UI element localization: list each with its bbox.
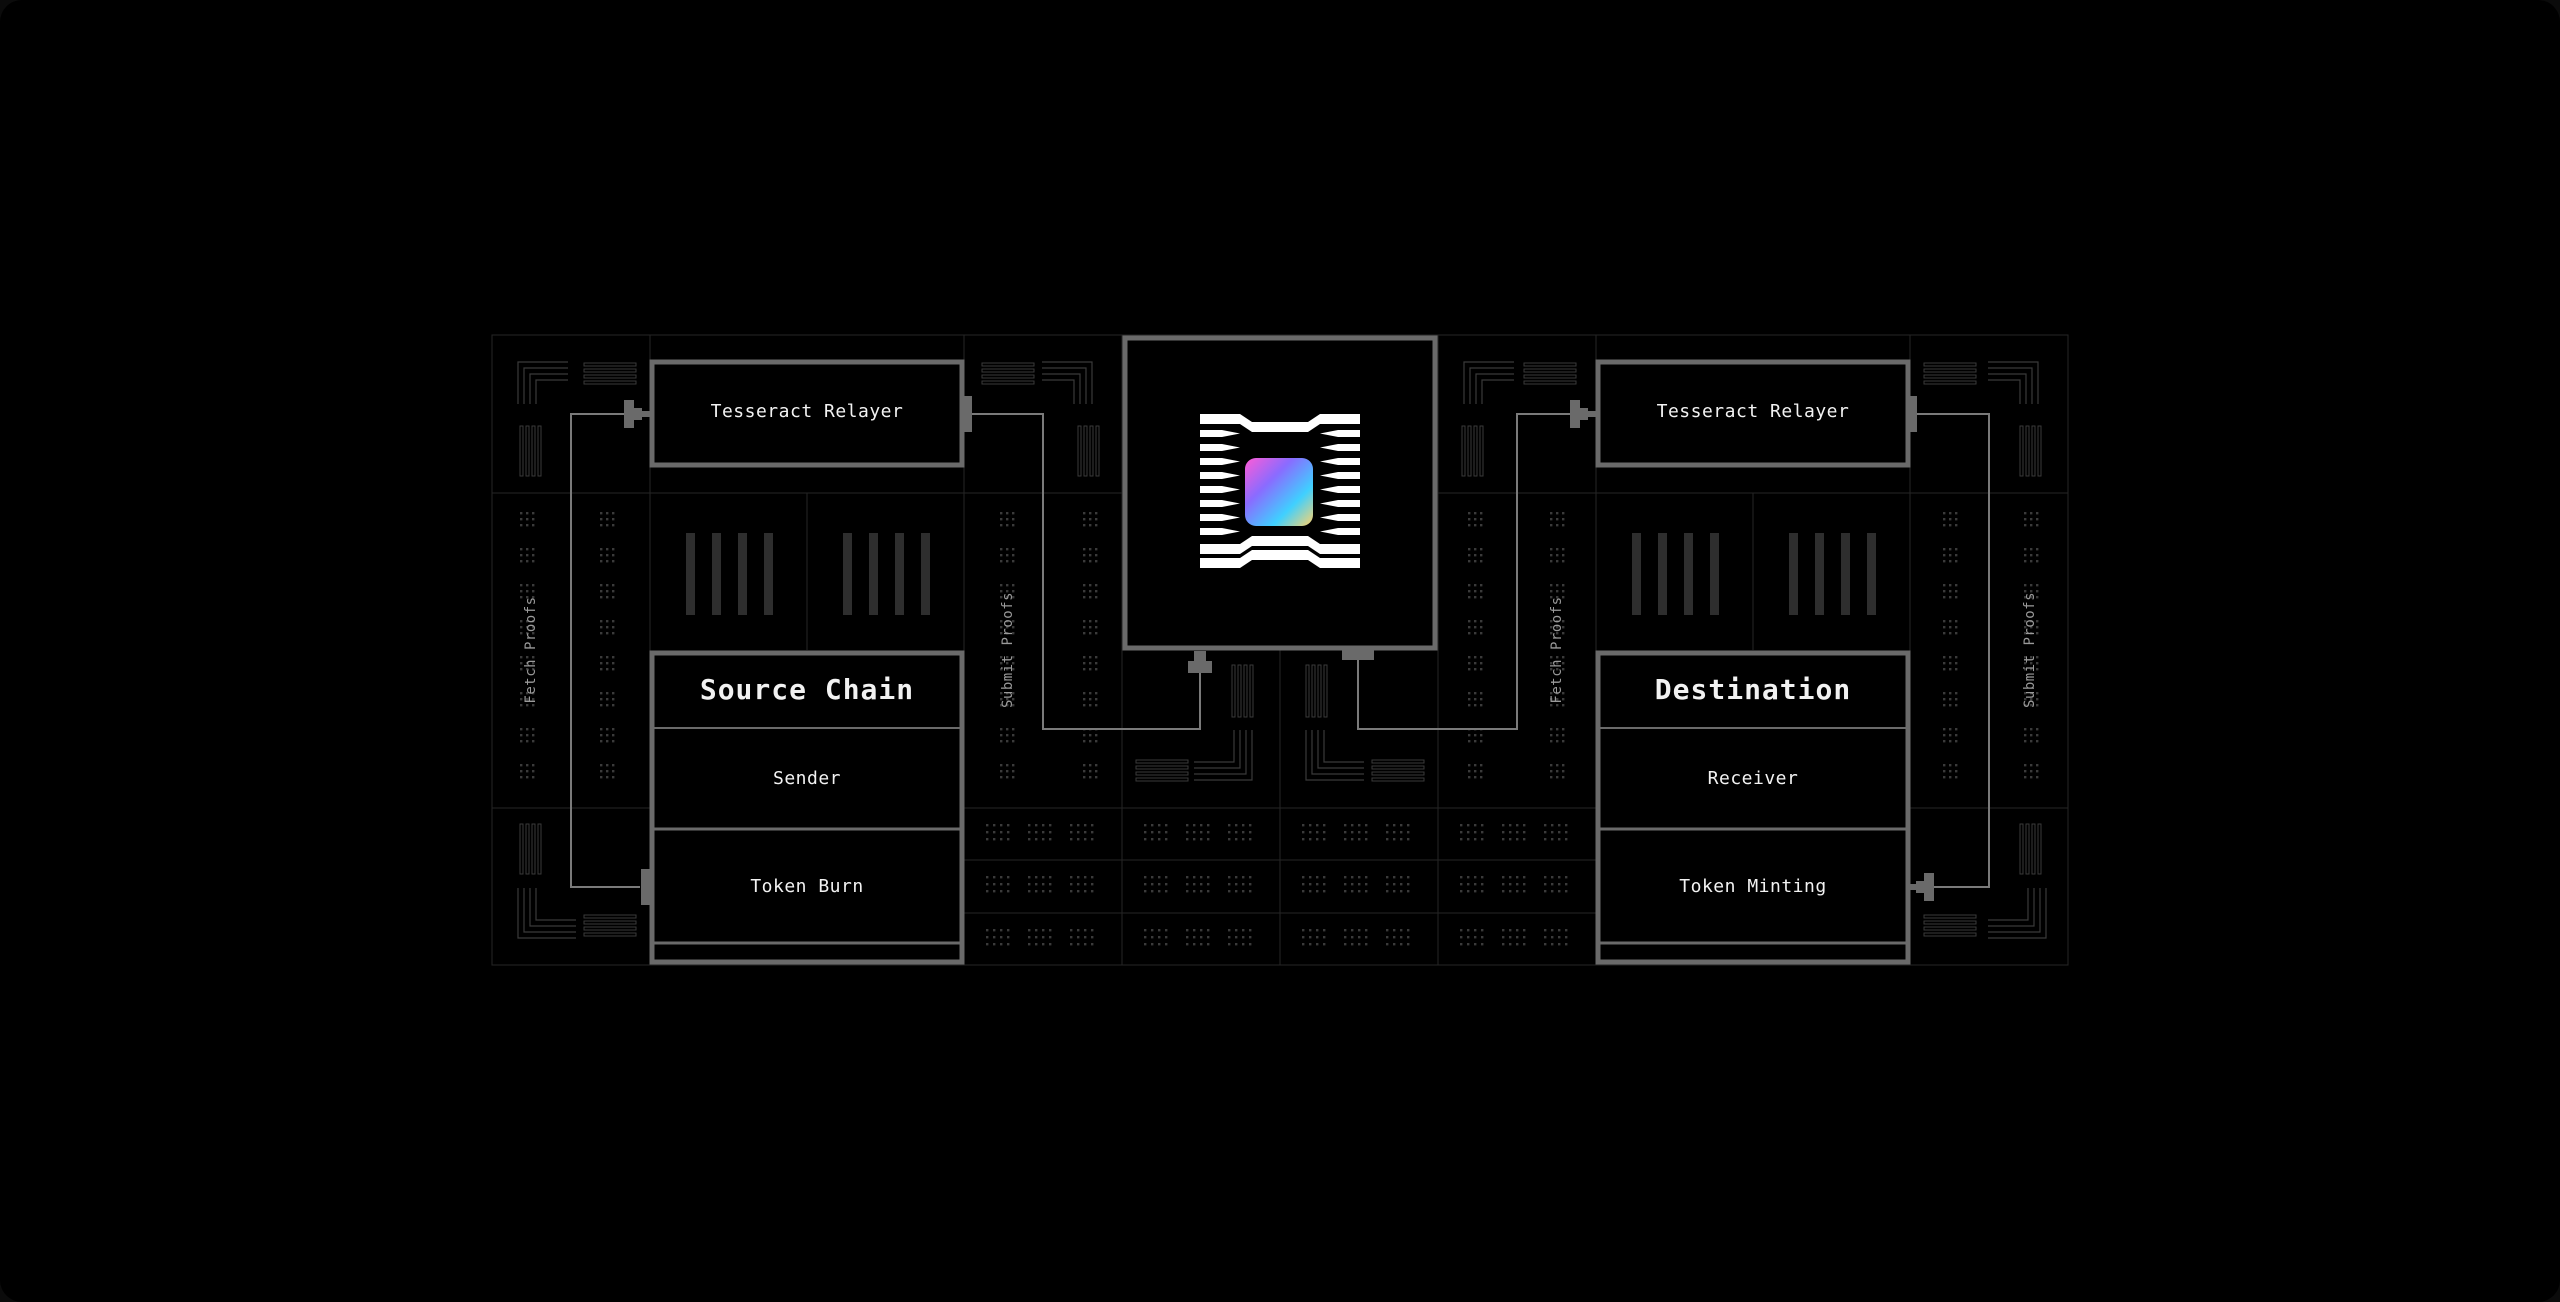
submit-proofs-right-line	[1906, 413, 1990, 888]
plug-burn	[641, 869, 651, 905]
submit-proofs-left-label: Submit Proofs	[1000, 591, 1016, 709]
gradient-chip-icon	[1245, 458, 1313, 526]
plug-relayer-left-in	[624, 400, 634, 428]
fetch-proofs-left-line	[570, 413, 640, 888]
sender-label: Sender	[772, 768, 842, 789]
plug-core-left	[1194, 651, 1206, 661]
relayer-right-label: Tesseract Relayer	[1656, 401, 1850, 422]
token-minting-label: Token Minting	[1679, 876, 1827, 897]
plug-relayer-left-out	[962, 396, 972, 432]
fetch-proofs-right-line	[1357, 413, 1596, 730]
source-chain-box	[649, 650, 965, 965]
receiver-label: Receiver	[1707, 768, 1799, 789]
plug-minting	[1924, 873, 1934, 901]
fetch-proofs-right-label: Fetch Proofs	[1549, 596, 1565, 704]
fetch-proofs-left-label: Fetch Proofs	[523, 596, 539, 704]
submit-proofs-right-label: Submit Proofs	[2022, 591, 2038, 709]
destination-box	[1595, 650, 1911, 965]
destination-title: Destination	[1654, 673, 1852, 706]
plug-core-right	[1342, 650, 1374, 660]
hyperbridge-logo-icon	[1200, 414, 1360, 568]
connector-lines	[570, 413, 1990, 888]
relayer-right-box	[1595, 359, 1911, 468]
connector-plugs	[624, 396, 1934, 905]
source-chain-title: Source Chain	[699, 673, 915, 706]
token-burn-label: Token Burn	[750, 876, 864, 897]
plug-relayer-right-in	[1570, 400, 1580, 428]
relayer-left-label: Tesseract Relayer	[710, 401, 904, 422]
submit-proofs-left-line	[968, 413, 1201, 730]
relayer-left-box	[649, 359, 965, 468]
plug-relayer-right-out	[1907, 396, 1917, 432]
